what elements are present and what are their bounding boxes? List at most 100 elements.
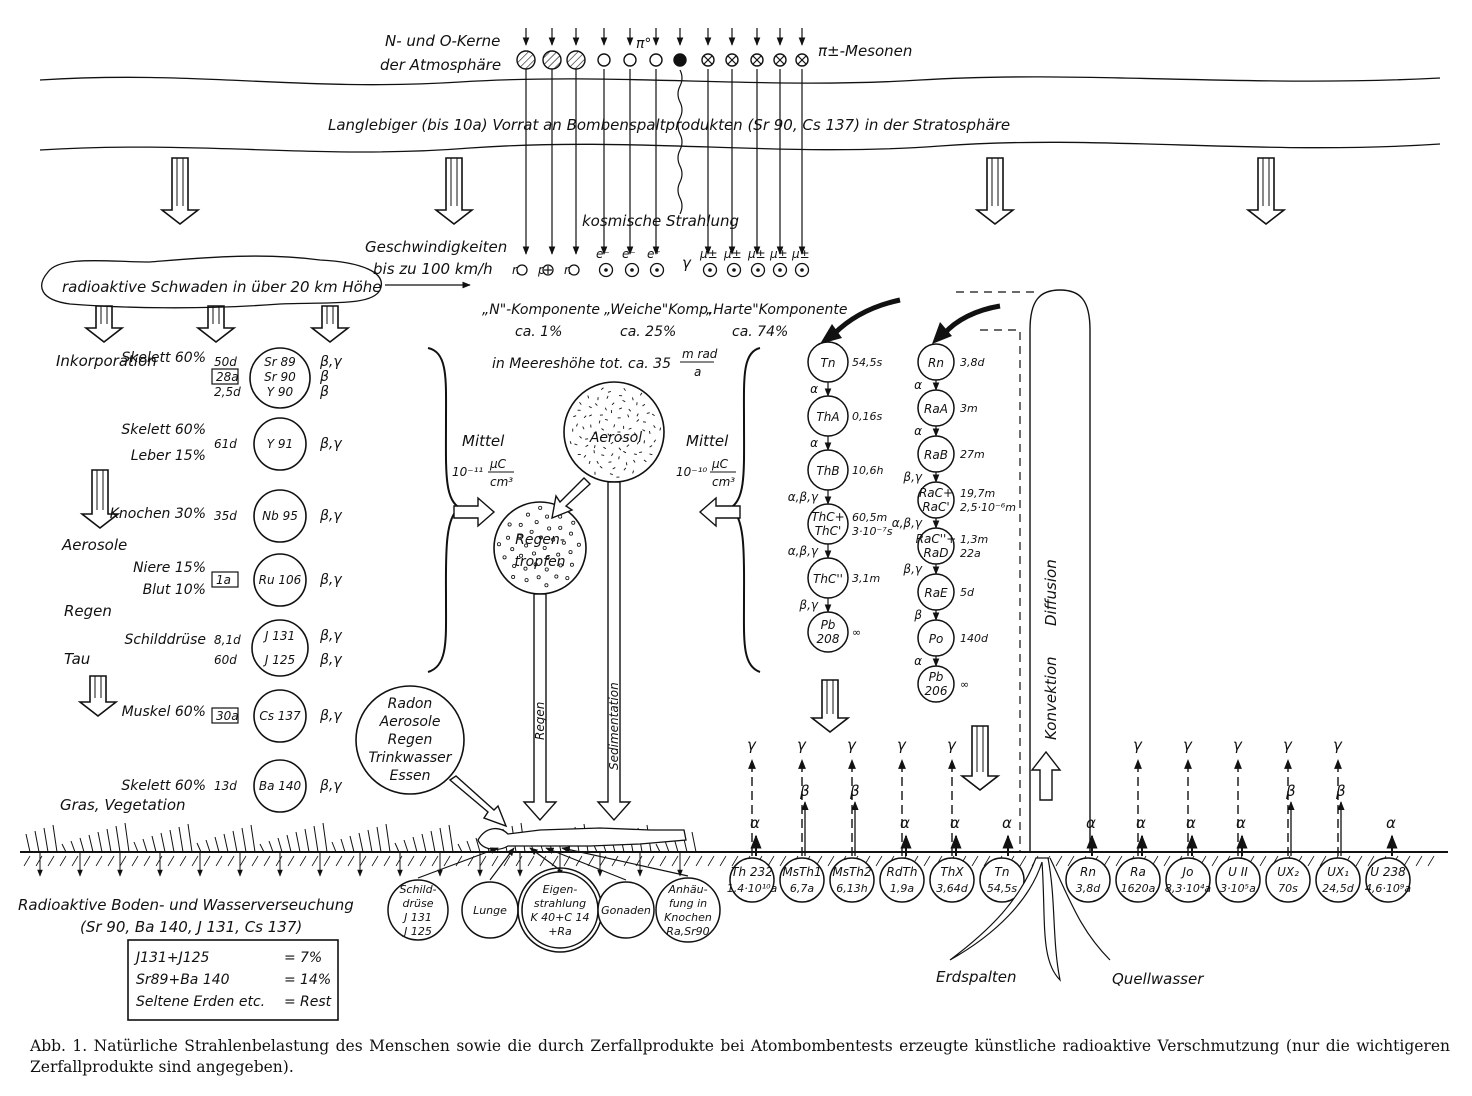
thorium-ground-nuclide (979, 857, 1025, 903)
fraction-label: Seltene Erden etc. (136, 994, 265, 1010)
diffusion-label: Diffusion (1042, 559, 1060, 626)
soil-hatch (239, 855, 247, 867)
soil-hatch (347, 855, 355, 867)
body-organ-circle (655, 877, 721, 943)
rain-column (522, 593, 558, 822)
vegetation-stroke (412, 836, 418, 853)
chain-nuclide-name: Tn (821, 356, 836, 370)
soil-hatch (119, 855, 127, 867)
nuclei-label-2: der Atmosphäre (380, 56, 501, 74)
thorium-ground-nuclide (929, 857, 975, 903)
raindrop-dot (496, 542, 501, 547)
particle-dot (778, 268, 782, 272)
soil-hatch (263, 855, 271, 867)
particle-label: μ± (769, 247, 788, 261)
half-life-box (211, 368, 239, 385)
chain-decay-label: α (914, 424, 922, 438)
soil-hatch (359, 855, 367, 867)
radium-ground-nuclide-half-life: 4,6·10⁹a (1365, 882, 1411, 895)
soil-hatch (83, 855, 91, 867)
chain-half-life: 22a (960, 547, 981, 560)
vegetation-stroke (133, 841, 139, 853)
aerosol-dot (574, 443, 578, 446)
particle-label: e⁻ (596, 247, 610, 261)
body-radiation-arrow (529, 847, 561, 871)
vegetation-stroke (691, 831, 697, 853)
ray-type: β,γ (319, 628, 342, 644)
n-component-share: ca. 1% (515, 324, 562, 340)
aerosol-dot (639, 392, 643, 396)
vegetation-stroke (43, 827, 49, 853)
isotope-circle (253, 759, 307, 813)
organ-label: Skelett 60% (121, 350, 206, 366)
regen-label: Regen (533, 702, 547, 740)
mittel-right-value: 10⁻¹⁰ (676, 465, 707, 479)
mittel-left-unit-bottom: cm³ (490, 475, 513, 489)
soil-hatch (623, 855, 631, 867)
soil-hatch (1355, 855, 1363, 867)
soil-hatch (731, 855, 739, 867)
label-regen: Regen (64, 602, 112, 620)
soil-hatch (779, 855, 787, 867)
soil-hatch (1403, 855, 1411, 867)
raindrop-dot (507, 522, 512, 527)
chain-nuclide-name: RaA (924, 402, 948, 416)
soil-hatch (203, 855, 211, 867)
vegetation-stroke (196, 842, 202, 853)
fallout-arrows (77, 157, 1287, 792)
half-life: 35d (214, 509, 237, 523)
raindrop-dot (524, 543, 529, 548)
raindrop-dot (542, 546, 547, 551)
chain-nuclide-name: RaD (924, 546, 949, 560)
label-tau: Tau (64, 650, 90, 668)
radium-ground-nuclide (1065, 857, 1111, 903)
alpha-symbol: α (1186, 814, 1196, 832)
particle-dot (732, 268, 736, 272)
soil-hatch (611, 855, 619, 867)
aerosol-dot (642, 429, 646, 432)
vegetation-stroke (205, 839, 211, 853)
chain-half-life: 0,16s (852, 410, 882, 423)
chain-nuclide-name: RaC+ (919, 486, 953, 500)
vegetation-stroke (214, 836, 220, 853)
half-life: 2,5d (214, 385, 241, 399)
raindrop-dot (571, 520, 576, 525)
soil-hatch (1307, 855, 1315, 867)
vegetation-stroke (151, 835, 157, 853)
aerosol-dot (648, 430, 651, 434)
aerosol-dot (626, 436, 629, 440)
alpha-symbol: α (750, 814, 760, 832)
soil-hatch (1367, 855, 1375, 867)
soil-hatch (971, 855, 979, 867)
isotope-name: J 131 (263, 629, 295, 643)
stratosphere-upper-boundary (39, 76, 1441, 86)
aerosol-dot (633, 432, 637, 436)
soil-hatch (587, 855, 595, 867)
aerosol-dot (603, 446, 607, 450)
particle-label: μ± (699, 247, 718, 261)
vegetation-stroke (70, 840, 76, 853)
earth-crack (949, 857, 1061, 982)
soil-hatch (983, 855, 991, 867)
aerosol-dot (600, 387, 604, 390)
radium-ground-nuclide-name: U 238 (1370, 865, 1406, 879)
body-organ-circle (387, 879, 449, 941)
aerosol-dot (618, 407, 623, 410)
thorium-ground-nuclide (729, 857, 775, 903)
vegetation-stroke (340, 838, 346, 853)
soft-component-share: ca. 25% (620, 324, 676, 340)
chain-decay-label: β,γ (902, 562, 922, 576)
alpha-symbol: α (900, 814, 910, 832)
aerosol-dot (612, 467, 616, 470)
aerosol-dot (593, 432, 597, 435)
chain-nuclide-name: 208 (817, 632, 840, 646)
upward-arrow (1030, 750, 1062, 801)
vegetation-stroke (187, 823, 193, 853)
half-life: 8,1d (214, 633, 241, 647)
particle-label: e⁺ (647, 247, 661, 261)
vegetation-stroke (331, 841, 337, 853)
aerosol-dot (607, 433, 610, 437)
body-organ-label: +Ra (548, 925, 572, 938)
thorium-inflow-head (820, 324, 842, 344)
thorium-ground-nuclide-name: MsTh1 (782, 865, 821, 879)
